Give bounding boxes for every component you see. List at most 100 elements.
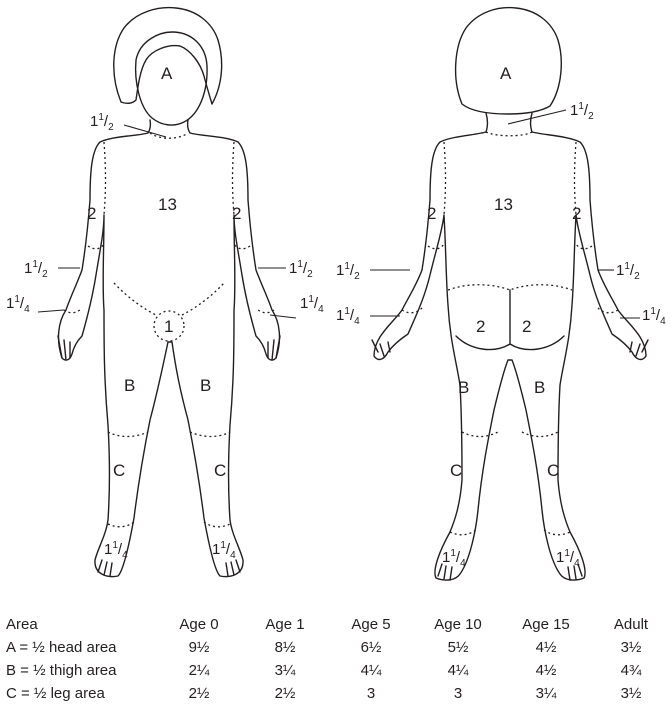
front-left-knee-line — [107, 431, 149, 438]
back-left-upper-arm-label: 2 — [427, 204, 436, 223]
table-cell: 3 — [453, 685, 463, 702]
back-left-hand-fingers — [371, 339, 391, 357]
table-cell: 2¼ — [188, 662, 210, 679]
front-left-shoulder-line — [103, 141, 107, 216]
table-cell: 5½ — [447, 639, 469, 656]
table-cell: 4¼ — [360, 662, 382, 679]
table-cell: 4¼ — [447, 662, 469, 679]
front-left-foot-toes — [97, 559, 113, 577]
front-left-wrist-line — [63, 307, 83, 314]
back-left-thigh-label: B — [458, 378, 469, 397]
table-cell: 6½ — [360, 639, 382, 656]
table-cell: 9½ — [188, 639, 210, 656]
back-left-knee-line — [461, 431, 499, 438]
table-cell: A = ½ head area — [6, 639, 117, 656]
front-genital-label: 1 — [164, 317, 173, 336]
table-header: Age 10 — [434, 616, 482, 633]
back-neck-leader — [507, 109, 567, 125]
table-row: A = ½ head area 9½ 8½ 6½ 5½ 4½ 3½ — [6, 636, 672, 659]
table-cell: 3½ — [620, 639, 642, 656]
front-left-hand-fingers — [57, 335, 71, 361]
front-right-thigh-label: B — [200, 376, 211, 395]
back-left-elbow-line — [427, 243, 445, 250]
front-left-leg-label: C — [113, 461, 125, 480]
table-cell: 2½ — [188, 685, 210, 702]
front-body-outline — [57, 119, 281, 578]
back-right-upper-arm-label: 2 — [572, 204, 581, 223]
front-groin-line — [113, 282, 225, 316]
front-neck-label: 11/2 — [90, 112, 114, 133]
back-head-label: A — [500, 64, 512, 83]
table-row: C = ½ leg area 2½ 2½ 3 3 3¼ 3½ — [6, 682, 672, 705]
table-header: Age 5 — [351, 616, 391, 633]
front-left-hand-label: 11/4 — [6, 294, 30, 315]
table-cell: 4¾ — [620, 662, 642, 679]
front-left-foot-label: 11/4 — [104, 540, 128, 561]
front-right-forearm-label: 11/2 — [289, 259, 313, 280]
back-left-foot-label: 11/4 — [442, 548, 466, 569]
back-trunk-label: 13 — [494, 195, 513, 214]
back-left-foot-toes — [437, 563, 453, 581]
front-right-foot-toes — [225, 559, 241, 577]
back-left-buttock-label: 2 — [476, 317, 485, 336]
front-right-knee-line — [189, 431, 231, 438]
back-right-knee-line — [521, 431, 559, 438]
front-hair-outline — [113, 6, 223, 105]
front-right-elbow-line — [233, 243, 251, 250]
back-right-leg-label: C — [547, 461, 559, 480]
back-left-wrist-line — [401, 307, 423, 314]
back-right-elbow-line — [575, 243, 593, 250]
back-right-hand-label: 11/4 — [642, 306, 666, 327]
table-header: Adult — [613, 616, 649, 633]
back-right-buttock-label: 2 — [522, 317, 531, 336]
back-left-forearm-label: 11/2 — [336, 261, 360, 282]
body-surface-diagram: A 11/2 13 2 2 11/2 11/2 11/4 11/4 1 B B … — [6, 6, 666, 581]
table-cell: C = ½ leg area — [6, 685, 105, 702]
front-face-outline — [134, 31, 208, 126]
back-figure — [370, 6, 649, 581]
back-right-foot-toes — [567, 563, 583, 581]
front-neck-line — [149, 132, 189, 139]
table-header: Age 0 — [179, 616, 219, 633]
front-right-shoulder-line — [231, 141, 235, 216]
back-neck-outline — [485, 112, 533, 133]
table-header: Area — [6, 616, 38, 633]
table-header: Age 15 — [522, 616, 570, 633]
table-header: Age 1 — [265, 616, 305, 633]
back-right-forearm-label: 11/2 — [616, 261, 640, 282]
front-right-hand-fingers — [267, 335, 281, 361]
table-cell: 8½ — [274, 639, 296, 656]
front-left-thigh-label: B — [124, 376, 135, 395]
back-body-outline — [373, 131, 647, 581]
front-right-wrist-line — [255, 307, 275, 314]
back-neck-line — [485, 131, 533, 137]
front-right-leg-label: C — [214, 461, 226, 480]
back-right-ankle-line — [543, 529, 571, 536]
front-genital-circle — [153, 310, 185, 342]
back-right-thigh-label: B — [534, 378, 545, 397]
back-right-foot-label: 11/4 — [556, 548, 580, 569]
table-cell: B = ½ thigh area — [6, 662, 117, 679]
front-right-foot-label: 11/4 — [212, 540, 236, 561]
back-right-hand-fingers — [629, 339, 649, 357]
front-right-hand-leader — [269, 314, 297, 319]
front-left-elbow-line — [87, 243, 105, 250]
table-cell: 4½ — [535, 662, 557, 679]
front-trunk-label: 13 — [158, 195, 177, 214]
front-left-upper-arm-label: 2 — [87, 204, 96, 223]
front-right-hand-label: 11/4 — [300, 294, 324, 315]
back-neck-label: 11/2 — [570, 101, 594, 122]
back-left-hand-label: 11/4 — [336, 306, 360, 327]
back-right-wrist-line — [597, 307, 619, 314]
table-cell: 4½ — [535, 639, 557, 656]
table-row: B = ½ thigh area 2¼ 3¼ 4¼ 4¼ 4½ 4¾ — [6, 659, 672, 682]
back-left-leg-label: C — [450, 461, 462, 480]
table-cell: 3¼ — [274, 662, 296, 679]
front-head-label: A — [161, 64, 173, 83]
front-right-ankle-line — [203, 521, 231, 528]
table-header-row: Area Age 0 Age 1 Age 5 Age 10 Age 15 Adu… — [6, 613, 672, 636]
back-left-ankle-line — [449, 529, 477, 536]
table-cell: 3¼ — [535, 685, 557, 702]
front-left-hand-leader — [37, 309, 65, 313]
front-neck-leader — [123, 124, 167, 138]
